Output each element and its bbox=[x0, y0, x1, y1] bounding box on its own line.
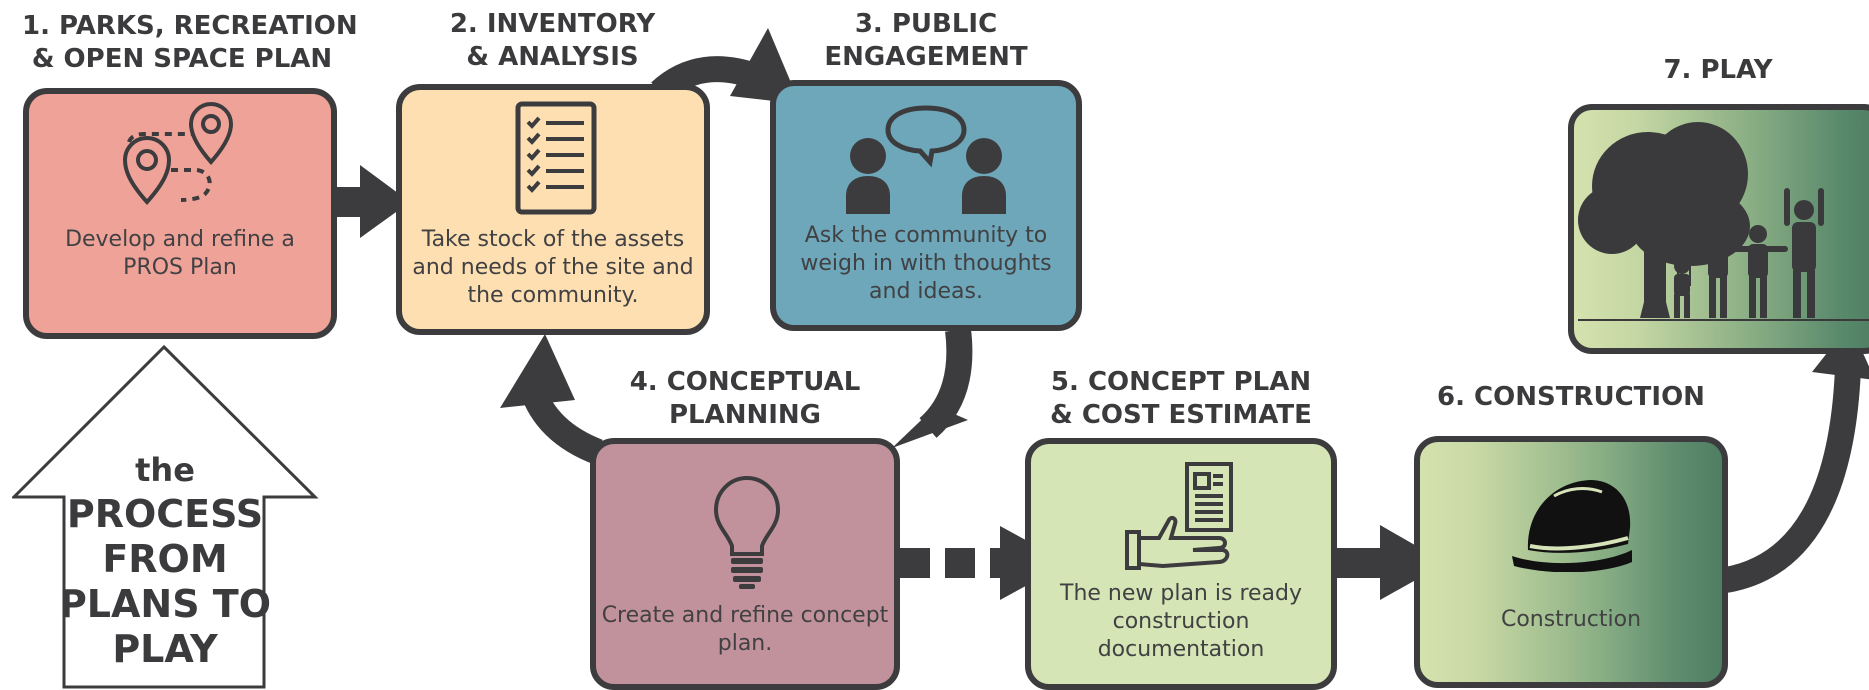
step-4-text-line-1: Create and refine concept bbox=[601, 603, 889, 628]
step-3-box: Ask the community to weigh in with thoug… bbox=[770, 80, 1082, 331]
arrow-1-to-2 bbox=[337, 165, 410, 238]
step-1-text-line-1: Develop and refine a bbox=[65, 227, 295, 252]
step-3-text-line-2: weigh in with thoughts bbox=[800, 251, 1052, 276]
step-5-text-line-2: construction bbox=[1112, 609, 1250, 634]
step-4-text-line-2: plan. bbox=[717, 631, 773, 656]
process-line-1: PROCESS bbox=[66, 492, 264, 536]
step-3-text: Ask the community to weigh in with thoug… bbox=[776, 222, 1076, 306]
step-6-text: Construction bbox=[1420, 606, 1722, 634]
step-7-title: 7. PLAY bbox=[1568, 54, 1868, 87]
step-1-title-line-1: 1. PARKS, RECREATION bbox=[22, 11, 358, 41]
step-2-title-line-2: & ANALYSIS bbox=[466, 42, 639, 72]
step-2-text-line-2: and needs of the site and bbox=[412, 255, 694, 280]
step-4-box: Create and refine concept plan. bbox=[590, 438, 900, 690]
process-title: PROCESS FROM PLANS TO PLAY bbox=[50, 492, 280, 672]
step-4-title-line-1: 4. CONCEPTUAL bbox=[629, 367, 861, 397]
step-2-title: 2. INVENTORY & ANALYSIS bbox=[395, 8, 710, 74]
step-4-title-line-2: PLANNING bbox=[668, 400, 822, 430]
step-5-text: The new plan is ready construction docum… bbox=[1031, 580, 1331, 664]
step-3-text-line-1: Ask the community to bbox=[804, 223, 1048, 248]
arrow-4-to-2-curve bbox=[519, 383, 603, 465]
step-5-title-line-2: & COST ESTIMATE bbox=[1050, 400, 1312, 430]
step-6-text-line-1: Construction bbox=[1500, 607, 1642, 632]
process-line-4: PLAY bbox=[112, 627, 218, 671]
people-talking-icon bbox=[846, 105, 1006, 214]
step-1-text-line-2: PROS Plan bbox=[123, 255, 237, 280]
step-2-title-line-1: 2. INVENTORY bbox=[449, 9, 656, 39]
step-1-title-line-2: & OPEN SPACE PLAN bbox=[31, 44, 333, 74]
step-1-title: 1. PARKS, RECREATION & OPEN SPACE PLAN bbox=[22, 10, 358, 76]
step-6-title-line-1: 6. CONSTRUCTION bbox=[1437, 382, 1705, 412]
step-2-text: Take stock of the assets and needs of th… bbox=[402, 226, 704, 310]
step-3-title: 3. PUBLIC ENGAGEMENT bbox=[770, 8, 1082, 74]
arrow-6-to-7-curve bbox=[1723, 367, 1861, 593]
step-1-text: Develop and refine a PROS Plan bbox=[29, 226, 331, 282]
step-5-box: The new plan is ready construction docum… bbox=[1025, 438, 1337, 690]
tree-children-icon bbox=[1578, 122, 1869, 321]
step-5-title: 5. CONCEPT PLAN & COST ESTIMATE bbox=[1025, 366, 1337, 432]
process-line-3: PLANS TO bbox=[58, 582, 272, 626]
process-small-text: the bbox=[135, 451, 195, 489]
step-4-title: 4. CONCEPTUAL PLANNING bbox=[590, 366, 900, 432]
step-3-text-line-3: and ideas. bbox=[869, 279, 983, 304]
step-7-title-line-1: 7. PLAY bbox=[1663, 55, 1773, 85]
step-6-box: Construction bbox=[1414, 436, 1728, 688]
step-2-box: Take stock of the assets and needs of th… bbox=[396, 84, 710, 335]
step-1-box: Develop and refine a PROS Plan bbox=[23, 88, 337, 339]
step-5-text-line-3: documentation bbox=[1097, 637, 1265, 662]
lightbulb-icon bbox=[713, 475, 781, 589]
step-3-title-line-2: ENGAGEMENT bbox=[824, 42, 1028, 72]
step-2-text-line-3: the community. bbox=[467, 283, 639, 308]
hard-hat-icon bbox=[1512, 480, 1632, 572]
step-7-box bbox=[1568, 104, 1869, 354]
checklist-icon bbox=[515, 101, 597, 215]
arrow-5-to-6 bbox=[1337, 525, 1446, 600]
step-6-title: 6. CONSTRUCTION bbox=[1414, 381, 1728, 414]
process-line-2: FROM bbox=[102, 537, 228, 581]
step-2-text-line-1: Take stock of the assets bbox=[421, 227, 685, 252]
step-3-title-line-1: 3. PUBLIC bbox=[854, 9, 998, 39]
arrow-4-to-2-head bbox=[500, 334, 575, 408]
step-5-text-line-1: The new plan is ready bbox=[1060, 581, 1302, 606]
hand-document-icon bbox=[1125, 462, 1233, 570]
arrow-3-to-4-curve bbox=[919, 328, 973, 438]
step-5-title-line-1: 5. CONCEPT PLAN bbox=[1050, 367, 1312, 397]
map-pins-icon bbox=[122, 102, 234, 205]
step-4-text: Create and refine concept plan. bbox=[596, 602, 894, 658]
